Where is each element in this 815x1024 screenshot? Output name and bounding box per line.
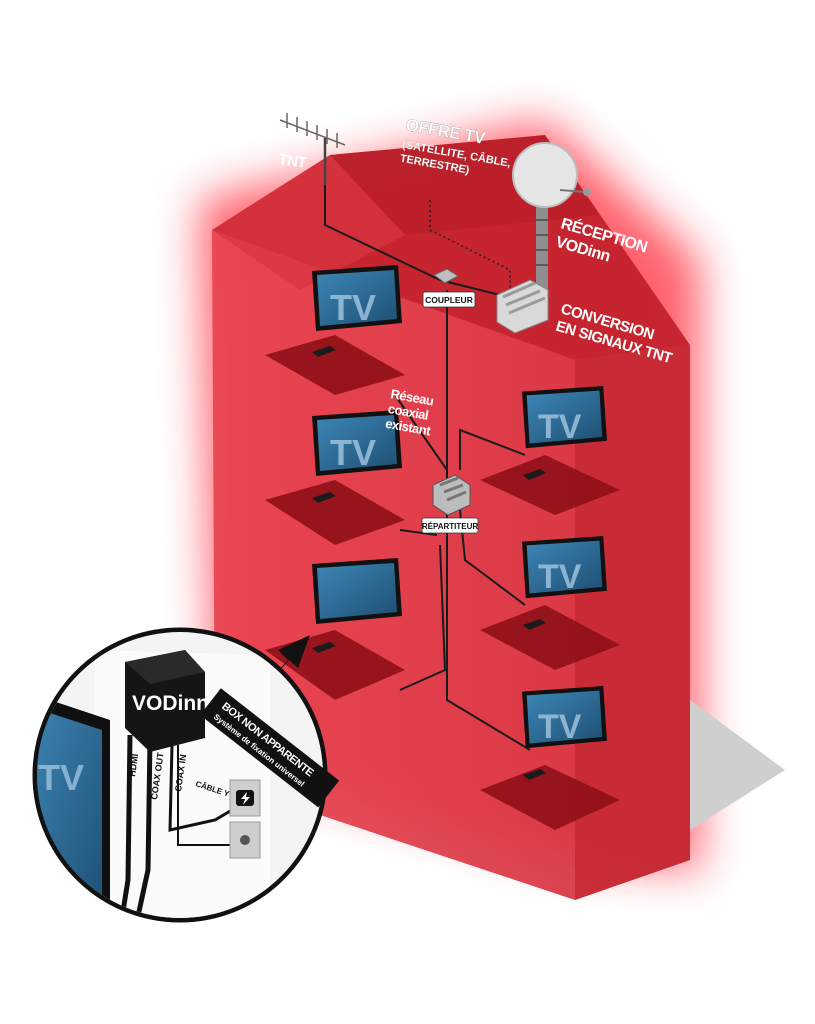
svg-text:TV: TV bbox=[538, 708, 582, 746]
svg-text:TV: TV bbox=[538, 558, 582, 596]
svg-text:TV: TV bbox=[38, 757, 84, 798]
converter-unit-icon bbox=[496, 279, 549, 334]
zoom-inset: TV VODinn HDMI COAX OUT COAX IN CÂBLE Y … bbox=[32, 627, 340, 923]
svg-text:VODinn: VODinn bbox=[132, 692, 209, 715]
floors bbox=[265, 335, 620, 830]
tv-right-bottom: TV bbox=[522, 685, 607, 749]
coupleur-label: COUPLEUR bbox=[422, 291, 476, 308]
svg-text:TV: TV bbox=[538, 408, 582, 446]
tv-right-top: TV bbox=[522, 385, 607, 449]
svg-text:TV: TV bbox=[330, 432, 376, 473]
repartiteur-label: RÉPARTITEUR bbox=[421, 517, 479, 534]
svg-text:RÉPARTITEUR: RÉPARTITEUR bbox=[422, 522, 479, 531]
tv-left-bottom bbox=[312, 558, 402, 624]
satellite-dish-icon bbox=[512, 142, 591, 290]
svg-text:Réseau: Réseau bbox=[389, 386, 435, 408]
antenna-icon bbox=[279, 113, 346, 185]
lightning-bolt-icon bbox=[241, 792, 250, 805]
svg-text:TV: TV bbox=[330, 287, 376, 328]
tv-right-middle: TV bbox=[522, 535, 607, 599]
building-shadow bbox=[690, 700, 785, 830]
offre-dotted-line bbox=[429, 200, 511, 290]
repartiteur-icon bbox=[432, 474, 471, 516]
svg-text:COUPLEUR: COUPLEUR bbox=[425, 295, 473, 305]
hdmi-label: HDMI bbox=[127, 753, 140, 777]
coupleur-icon bbox=[433, 268, 459, 284]
tnt-label: TNT bbox=[277, 151, 307, 172]
svg-text:coaxial: coaxial bbox=[387, 401, 430, 423]
tv-left-top: TV bbox=[312, 265, 402, 331]
vodinn-box: VODinn bbox=[125, 650, 209, 752]
tv-left-middle: TV bbox=[312, 410, 402, 476]
set-top-boxes bbox=[312, 346, 546, 780]
